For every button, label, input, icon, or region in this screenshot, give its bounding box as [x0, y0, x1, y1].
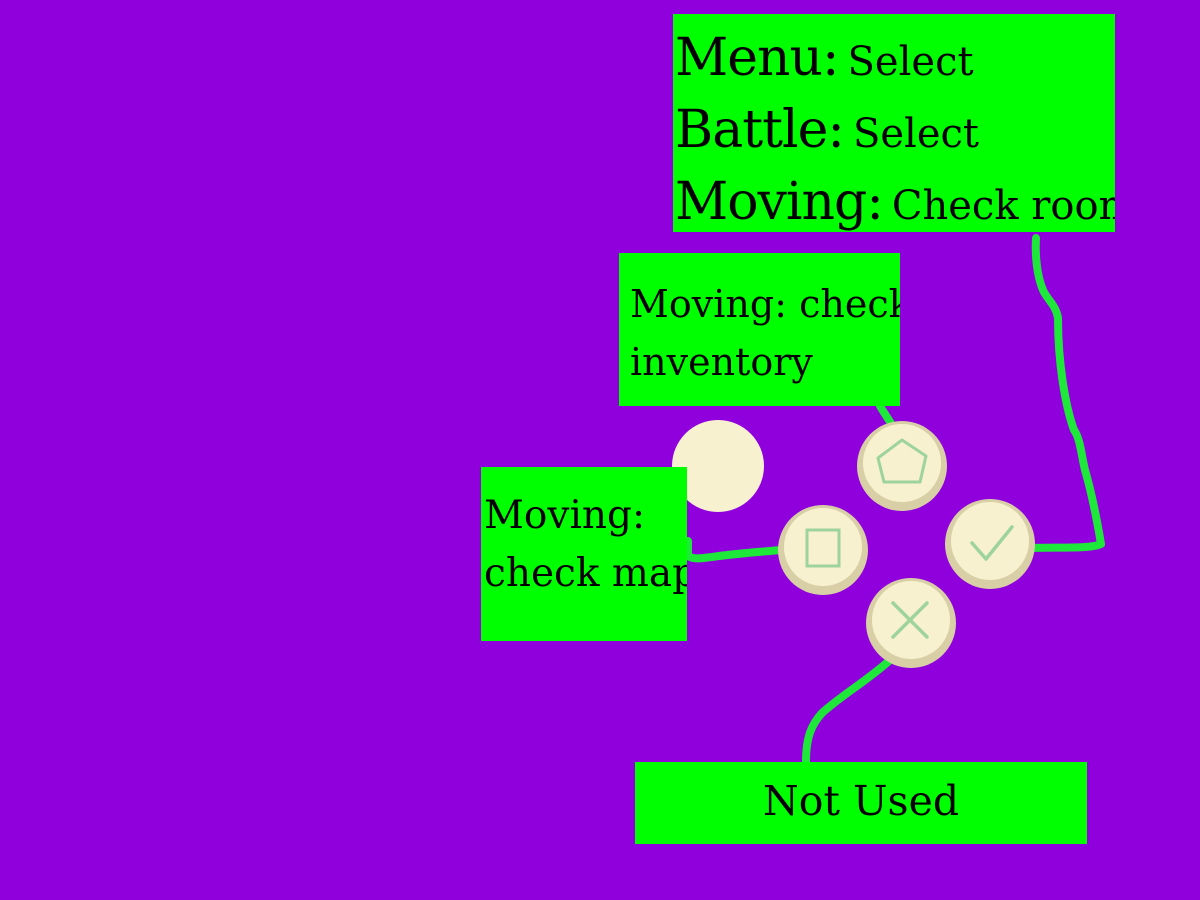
cross-icon: [891, 601, 929, 639]
circle-icon: [876, 438, 928, 484]
circle-button-label: Moving: check inventory: [619, 253, 900, 406]
circle-button[interactable]: [857, 421, 947, 511]
menu-mapping: Menu:Select: [675, 22, 1115, 94]
map-label-line-1: Moving:: [484, 493, 646, 538]
moving-action-label: Check room: [891, 183, 1115, 229]
battle-separator: :: [827, 100, 845, 160]
connector-square-to-map-label: [684, 537, 785, 563]
battle-action-label: Select: [852, 111, 979, 157]
cross-button-label: Not Used: [635, 762, 1087, 844]
menu-action-label: Select: [847, 39, 974, 85]
cross-button[interactable]: [866, 578, 956, 668]
moving-mapping: Moving:Check room: [675, 166, 1115, 232]
square-button[interactable]: [778, 505, 868, 595]
inventory-label-line-2: inventory: [630, 340, 813, 384]
battle-mapping: Battle:Select: [675, 94, 1115, 166]
menu-mode-label: Menu: [675, 28, 823, 88]
not-used-text: Not Used: [762, 777, 960, 825]
moving-mode-label: Moving: [675, 172, 867, 232]
connector-check-to-top-label: [1026, 234, 1105, 552]
check-button-label: Menu:Select Battle:Select Moving:Check r…: [673, 14, 1115, 232]
hidden-button: [672, 420, 764, 512]
menu-separator: :: [822, 28, 840, 88]
map-label-line-2: check map: [484, 551, 687, 596]
check-button[interactable]: [945, 499, 1035, 589]
square-icon: [805, 528, 841, 568]
square-button-label: Moving: check map: [481, 467, 687, 641]
moving-separator: :: [866, 172, 884, 232]
inventory-label-line-1: Moving: check: [630, 282, 900, 326]
check-icon: [970, 525, 1014, 561]
battle-mode-label: Battle: [675, 100, 828, 160]
connector-cross-to-unused-label: [802, 656, 894, 766]
